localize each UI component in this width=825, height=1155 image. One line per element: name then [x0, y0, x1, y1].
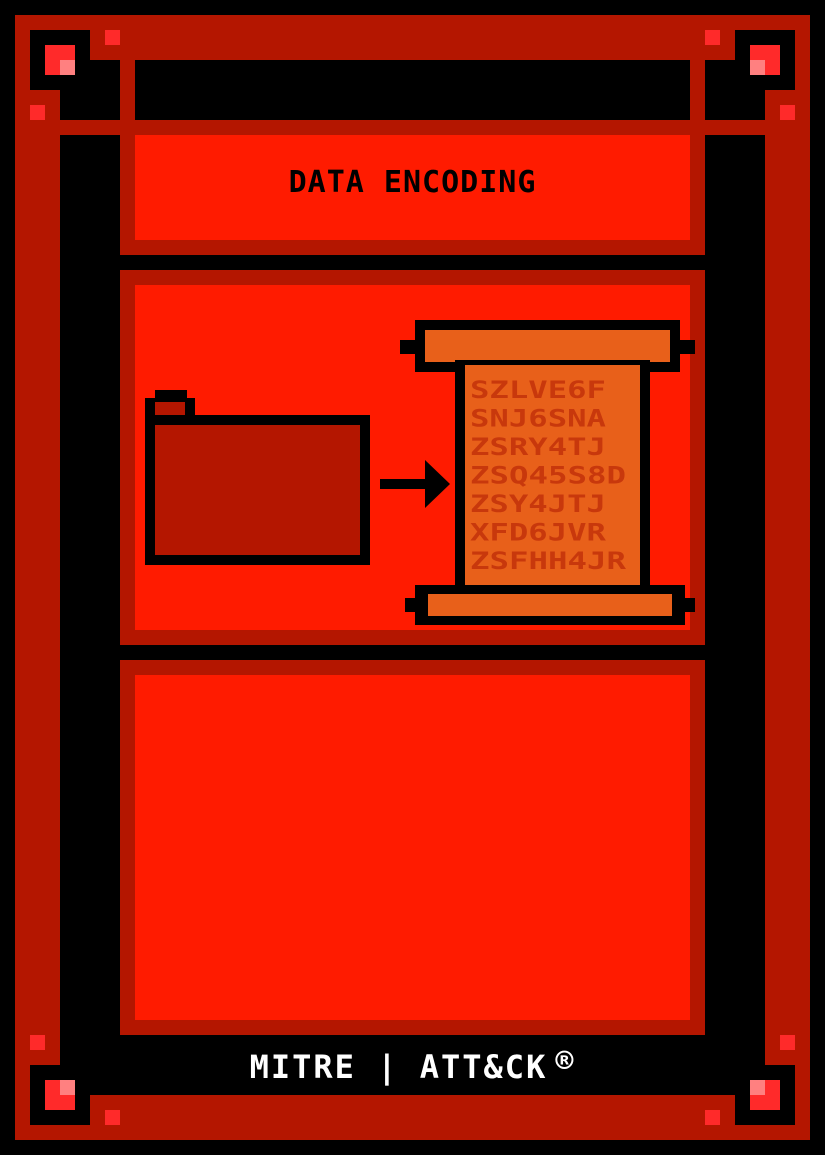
gem-icon [30, 1035, 120, 1125]
scroll-text-line: ZSQ45S8D [470, 462, 626, 490]
corner-step [120, 60, 135, 120]
scroll-text-line: ZSY4JTJ [470, 490, 606, 518]
scroll-text-line: XFD6JVR [470, 519, 607, 547]
card-title: DATA ENCODING [288, 164, 537, 200]
scroll-text-line: SNJ6SNA [470, 405, 607, 433]
footer-brand-text: MITRE | ATT&CK [249, 1048, 548, 1086]
footer-brand: MITRE | ATT&CK® [135, 1043, 690, 1089]
scroll-icon: SZLVE6FSNJ6SNAZSRY4TJZSQ45S8DZSY4JTJXFD6… [400, 320, 695, 625]
scroll-text: SZLVE6FSNJ6SNAZSRY4TJZSQ45S8DZSY4JTJXFD6… [470, 376, 627, 575]
folder-icon [145, 390, 370, 565]
corner-step [690, 60, 705, 120]
gem-icon [705, 30, 795, 120]
scroll-text-line: ZSFHH4JR [470, 547, 627, 575]
arrow-right-icon [380, 460, 450, 508]
description-panel-inner [135, 675, 690, 1020]
gem-icon [705, 1035, 795, 1125]
scroll-text-line: SZLVE6F [470, 376, 606, 404]
title-panel-inner [135, 135, 690, 240]
corner-step [705, 120, 765, 135]
scroll-text-line: ZSRY4TJ [470, 433, 606, 461]
gem-icon [30, 30, 120, 120]
corner-step [60, 120, 120, 135]
registered-mark: ® [555, 1043, 576, 1079]
